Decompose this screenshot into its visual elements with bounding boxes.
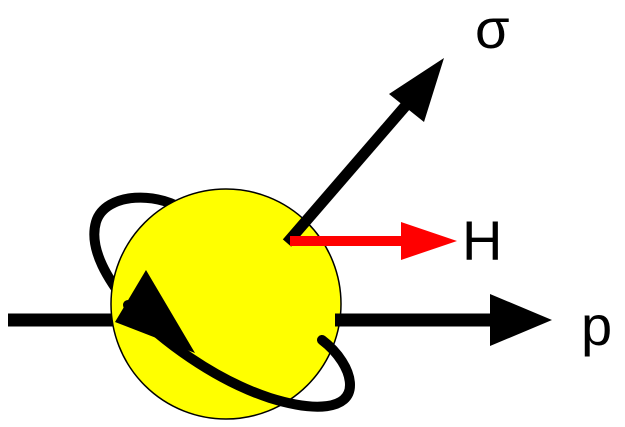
field-arrowhead xyxy=(401,222,457,260)
momentum-arrowhead xyxy=(490,294,552,346)
sigma-label: σ xyxy=(475,0,510,60)
field-label: H xyxy=(462,209,502,272)
spin-arrow-shaft xyxy=(287,103,408,243)
momentum-label: p xyxy=(581,294,612,357)
